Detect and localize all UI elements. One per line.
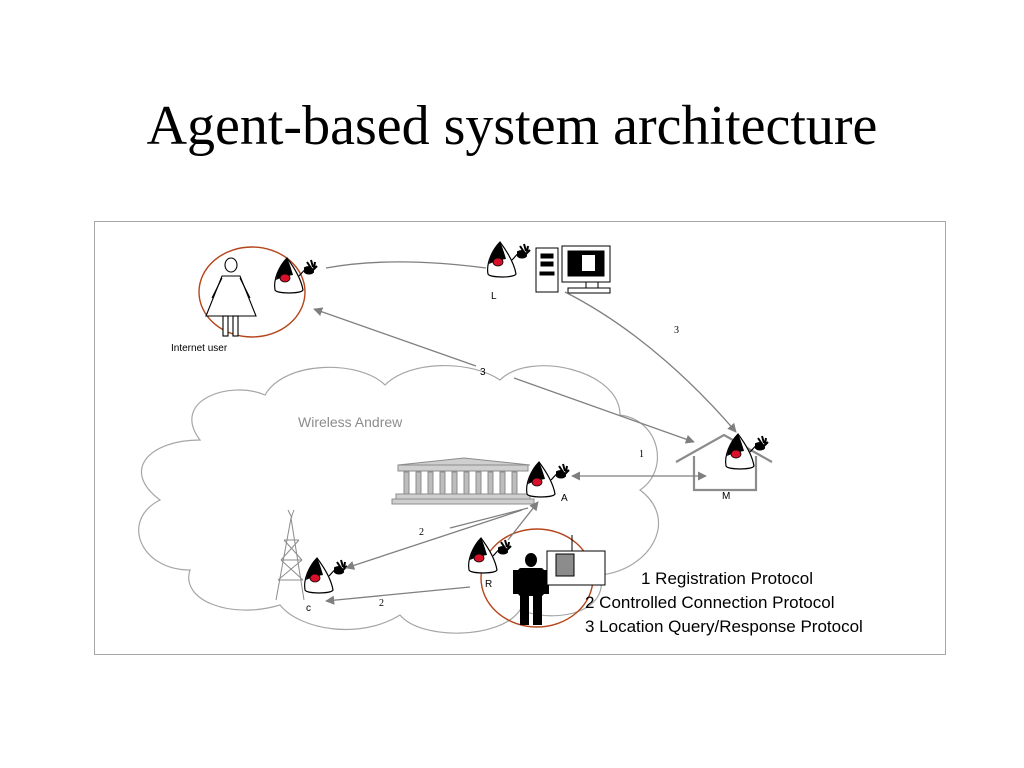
arrow-r-to-a xyxy=(507,501,539,541)
node-a-label: A xyxy=(561,493,568,504)
diagram-frame xyxy=(94,221,946,655)
arrow-r-to-c xyxy=(325,586,471,605)
wireless-cloud-label: Wireless Andrew xyxy=(298,414,403,430)
slide-title: Agent-based system architecture xyxy=(146,95,878,157)
legend-item-controlled-connection: 2 Controlled Connection Protocol xyxy=(585,593,835,612)
link-building-base xyxy=(449,507,529,529)
node-r-label: R xyxy=(485,579,493,590)
arrow-l-to-m xyxy=(564,291,737,433)
node-l-label: L xyxy=(491,291,497,302)
user-agent-icon xyxy=(273,257,318,294)
laptop-icon xyxy=(546,535,606,586)
internet-user-label: Internet user xyxy=(171,343,228,354)
internet-user-icon xyxy=(205,257,257,337)
protocol-legend: 1 Registration Protocol 2 Controlled Con… xyxy=(585,567,925,639)
desktop-computer-icon xyxy=(535,245,611,294)
internet-user-circle xyxy=(198,246,306,338)
roaming-user-icon xyxy=(513,553,549,625)
arrow-label-2-upper: 2 xyxy=(419,527,424,538)
link-user-l xyxy=(325,261,487,269)
node-m-label: M xyxy=(722,491,731,502)
arrow-label-1: 1 xyxy=(639,449,644,460)
node-c-label: c xyxy=(306,603,311,614)
legend-item-location-query: 3 Location Query/Response Protocol xyxy=(585,617,863,636)
agent-l-icon xyxy=(486,241,531,278)
arrow-a-to-c xyxy=(345,509,523,570)
arrow-label-3-right: 3 xyxy=(674,325,679,336)
arrow-query-to-m xyxy=(513,377,695,444)
radio-tower-icon xyxy=(275,509,305,601)
arrow-label-3-center: 3 xyxy=(480,367,486,378)
arrow-label-2-lower: 2 xyxy=(379,598,384,609)
arrow-query-to-user xyxy=(313,307,477,367)
legend-item-registration: 1 Registration Protocol xyxy=(641,569,813,588)
